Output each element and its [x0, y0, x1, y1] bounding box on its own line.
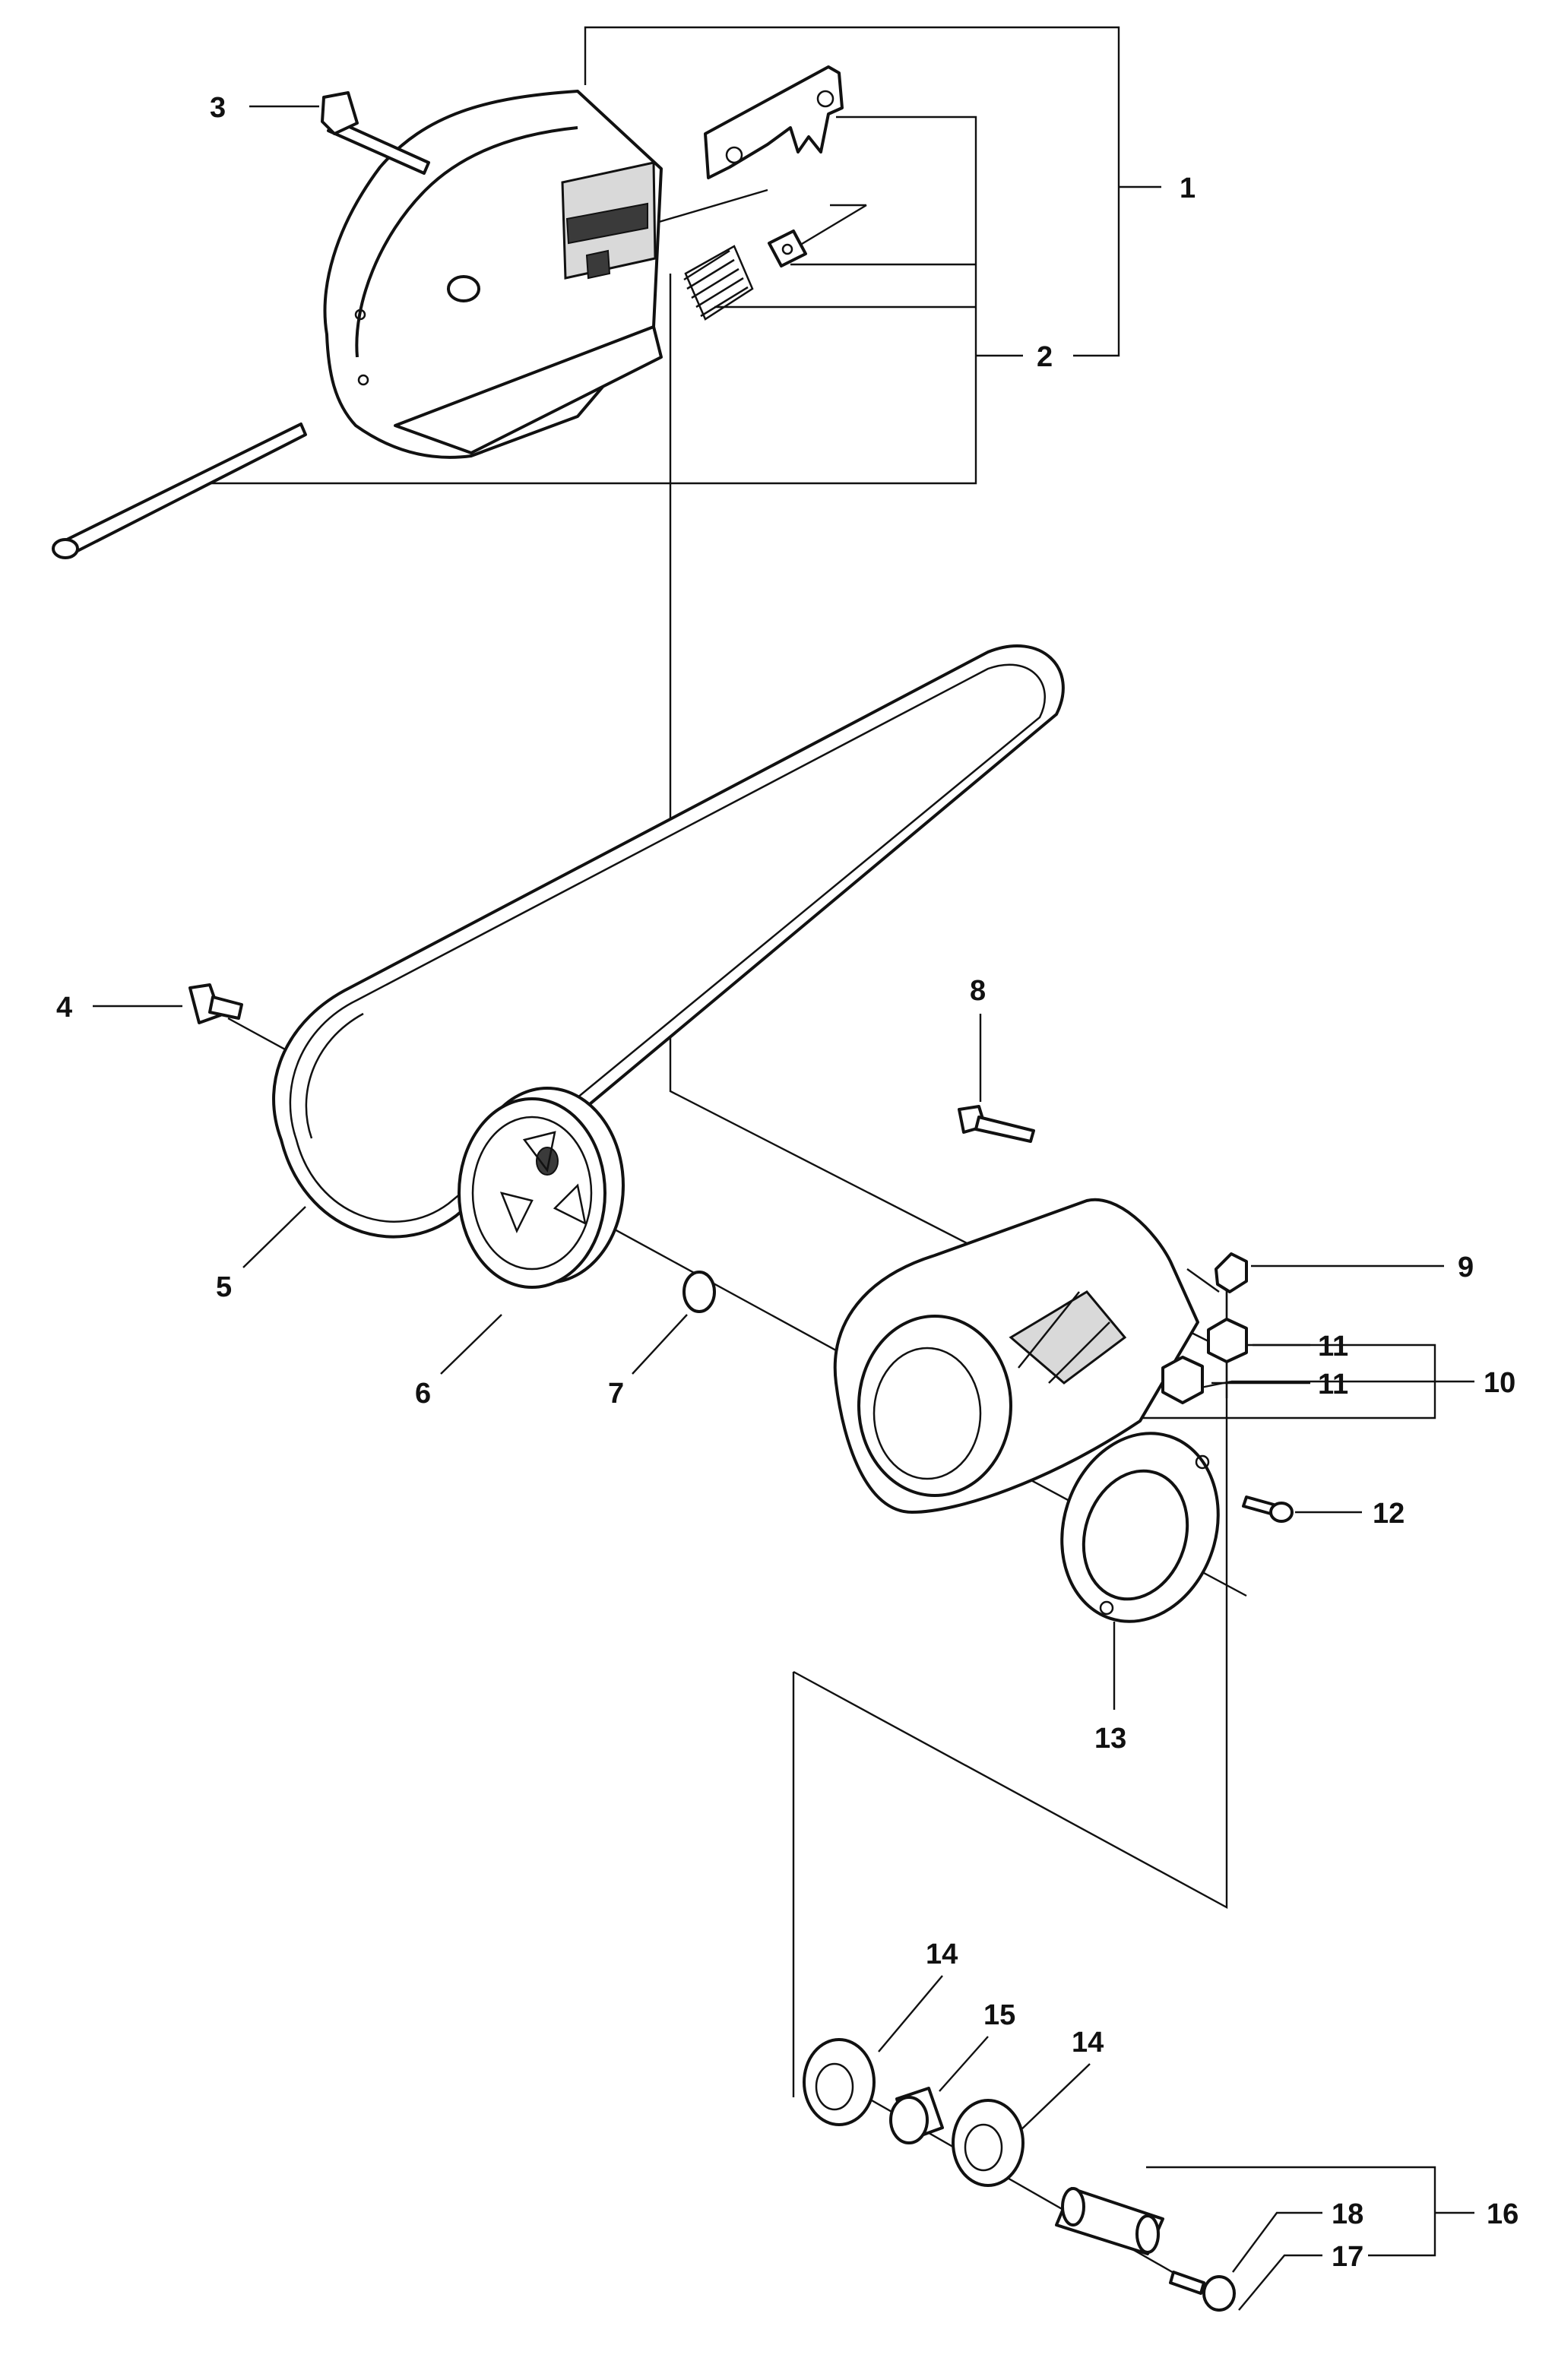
callout-7: 7 [608, 1378, 624, 1410]
callout-11-lower: 11 [1318, 1369, 1348, 1400]
callout-10: 10 [1484, 1367, 1515, 1399]
nut-11-a [1207, 1318, 1248, 1363]
screw-17 [1169, 2271, 1236, 2312]
o-ring [682, 1271, 716, 1313]
callout-4: 4 [56, 992, 72, 1024]
square-nut [768, 229, 807, 267]
callout-9: 9 [1458, 1252, 1474, 1283]
callout-8: 8 [970, 975, 986, 1007]
belt-housing [833, 1198, 1199, 1514]
callout-15: 15 [983, 1999, 1015, 2031]
callout-11-upper: 11 [1318, 1331, 1348, 1362]
bolt-4 [188, 983, 243, 1024]
tension-plate [704, 65, 844, 179]
belt-cover [323, 90, 663, 459]
bolt-3 [321, 91, 430, 175]
screw-12 [1242, 1495, 1294, 1523]
shaft [1055, 2187, 1164, 2255]
callout-3: 3 [210, 92, 226, 124]
callout-5: 5 [216, 1271, 232, 1303]
callout-18: 18 [1332, 2198, 1363, 2230]
bearing-1 [803, 2038, 876, 2126]
bearing-2 [952, 2099, 1025, 2187]
callout-14-left: 14 [926, 1938, 958, 1970]
callout-labels: 1 2 3 4 5 6 7 8 9 10 11 11 12 13 14 14 1… [56, 92, 1519, 2273]
callout-6: 6 [415, 1378, 431, 1410]
callout-1: 1 [1180, 172, 1196, 204]
nut-11-b [1161, 1356, 1204, 1404]
nut-9 [1215, 1252, 1248, 1293]
callout-13: 13 [1094, 1723, 1126, 1755]
spring [683, 245, 754, 321]
screw-8 [958, 1105, 1035, 1143]
callout-14-right: 14 [1072, 2027, 1104, 2059]
spacer [889, 2087, 944, 2144]
pulley [458, 1087, 625, 1289]
callout-2: 2 [1037, 341, 1053, 373]
callout-17: 17 [1332, 2241, 1363, 2273]
v-belt [272, 644, 1065, 1239]
callout-12: 12 [1373, 1498, 1405, 1530]
long-screw [52, 423, 307, 559]
callout-16: 16 [1487, 2198, 1519, 2230]
friction-washer [1060, 1432, 1220, 1623]
